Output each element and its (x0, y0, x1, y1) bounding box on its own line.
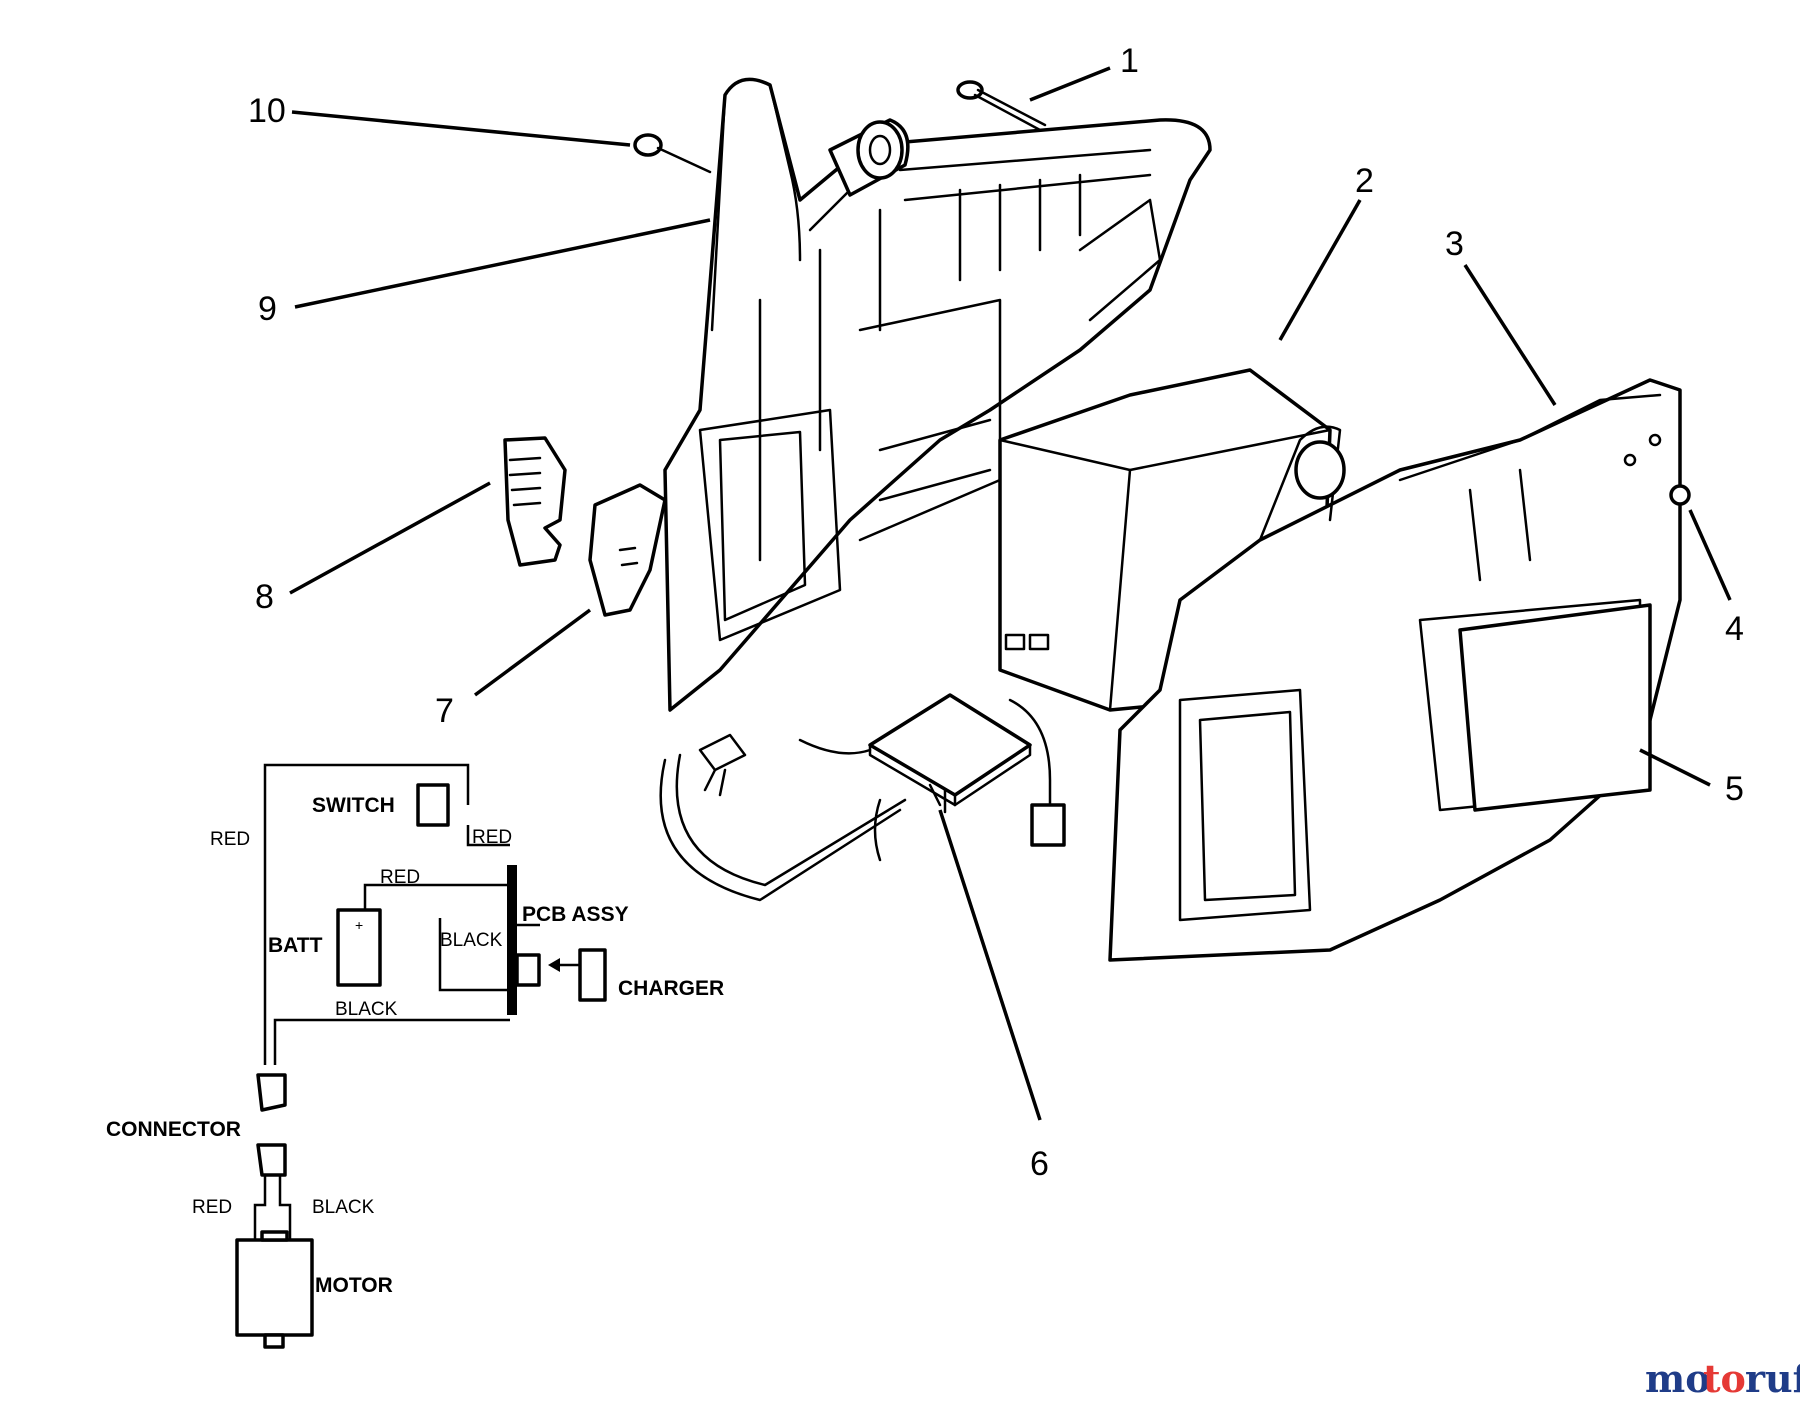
wire-red-switch: RED (472, 827, 512, 848)
wire-black-bottom: BLACK (335, 999, 398, 1020)
charger-label: CHARGER (618, 977, 724, 1000)
svg-text:ruf: ruf (1745, 1356, 1800, 1401)
wire-black-pcb: BLACK (440, 930, 503, 951)
motor-label: MOTOR (315, 1274, 393, 1297)
battery-symbol (336, 908, 382, 987)
svg-text:to: to (1703, 1356, 1746, 1401)
callout-8: 8 (255, 578, 274, 616)
svg-text:+: + (355, 917, 363, 933)
svg-text:mo: mo (1645, 1356, 1711, 1401)
pcb-assy-label: PCB ASSY (522, 903, 629, 926)
pcb-assy-6 (659, 693, 1066, 902)
wire-red-motor: RED (192, 1197, 232, 1218)
left-housing-half (663, 77, 1212, 712)
switch-part-8 (503, 436, 567, 567)
connector-lower (256, 1143, 287, 1177)
motor-symbol (235, 1238, 314, 1337)
connector-upper (256, 1073, 287, 1112)
nut-4 (1669, 484, 1691, 506)
callout-2: 2 (1355, 162, 1374, 200)
callout-4: 4 (1725, 610, 1744, 648)
callout-6: 6 (1030, 1145, 1049, 1183)
right-housing-half (1108, 378, 1682, 962)
callout-3: 3 (1445, 225, 1464, 263)
callout-9: 9 (258, 290, 277, 328)
wire-red-left: RED (210, 829, 250, 850)
batt-label: BATT (268, 934, 323, 957)
screw-1 (956, 80, 1047, 132)
callout-1: 1 (1120, 42, 1139, 80)
handle-grip (828, 118, 910, 197)
callout-7: 7 (435, 692, 454, 730)
charger-symbol (578, 948, 607, 1002)
label-plate-5 (1458, 603, 1652, 812)
wire-red-batt: RED (380, 867, 420, 888)
wiring-schematic: + SWITCH PCB ASSY BATT CHARGER CONNECTOR… (106, 763, 724, 1349)
watermark-logo: mo to ruf (1645, 1356, 1800, 1401)
callout-10: 10 (248, 92, 286, 130)
callout-leaders (289, 66, 1732, 1121)
wire-black-motor: BLACK (312, 1197, 375, 1218)
pcb-symbol (507, 865, 517, 1015)
callout-5: 5 (1725, 770, 1744, 808)
switch-label: SWITCH (312, 794, 395, 817)
connector-label: CONNECTOR (106, 1118, 241, 1141)
switch-cover-7 (588, 483, 667, 617)
switch-symbol (416, 783, 450, 827)
callout-numbers: 1 2 3 4 5 6 7 8 9 10 (248, 42, 1744, 1183)
screw-10 (633, 133, 712, 174)
